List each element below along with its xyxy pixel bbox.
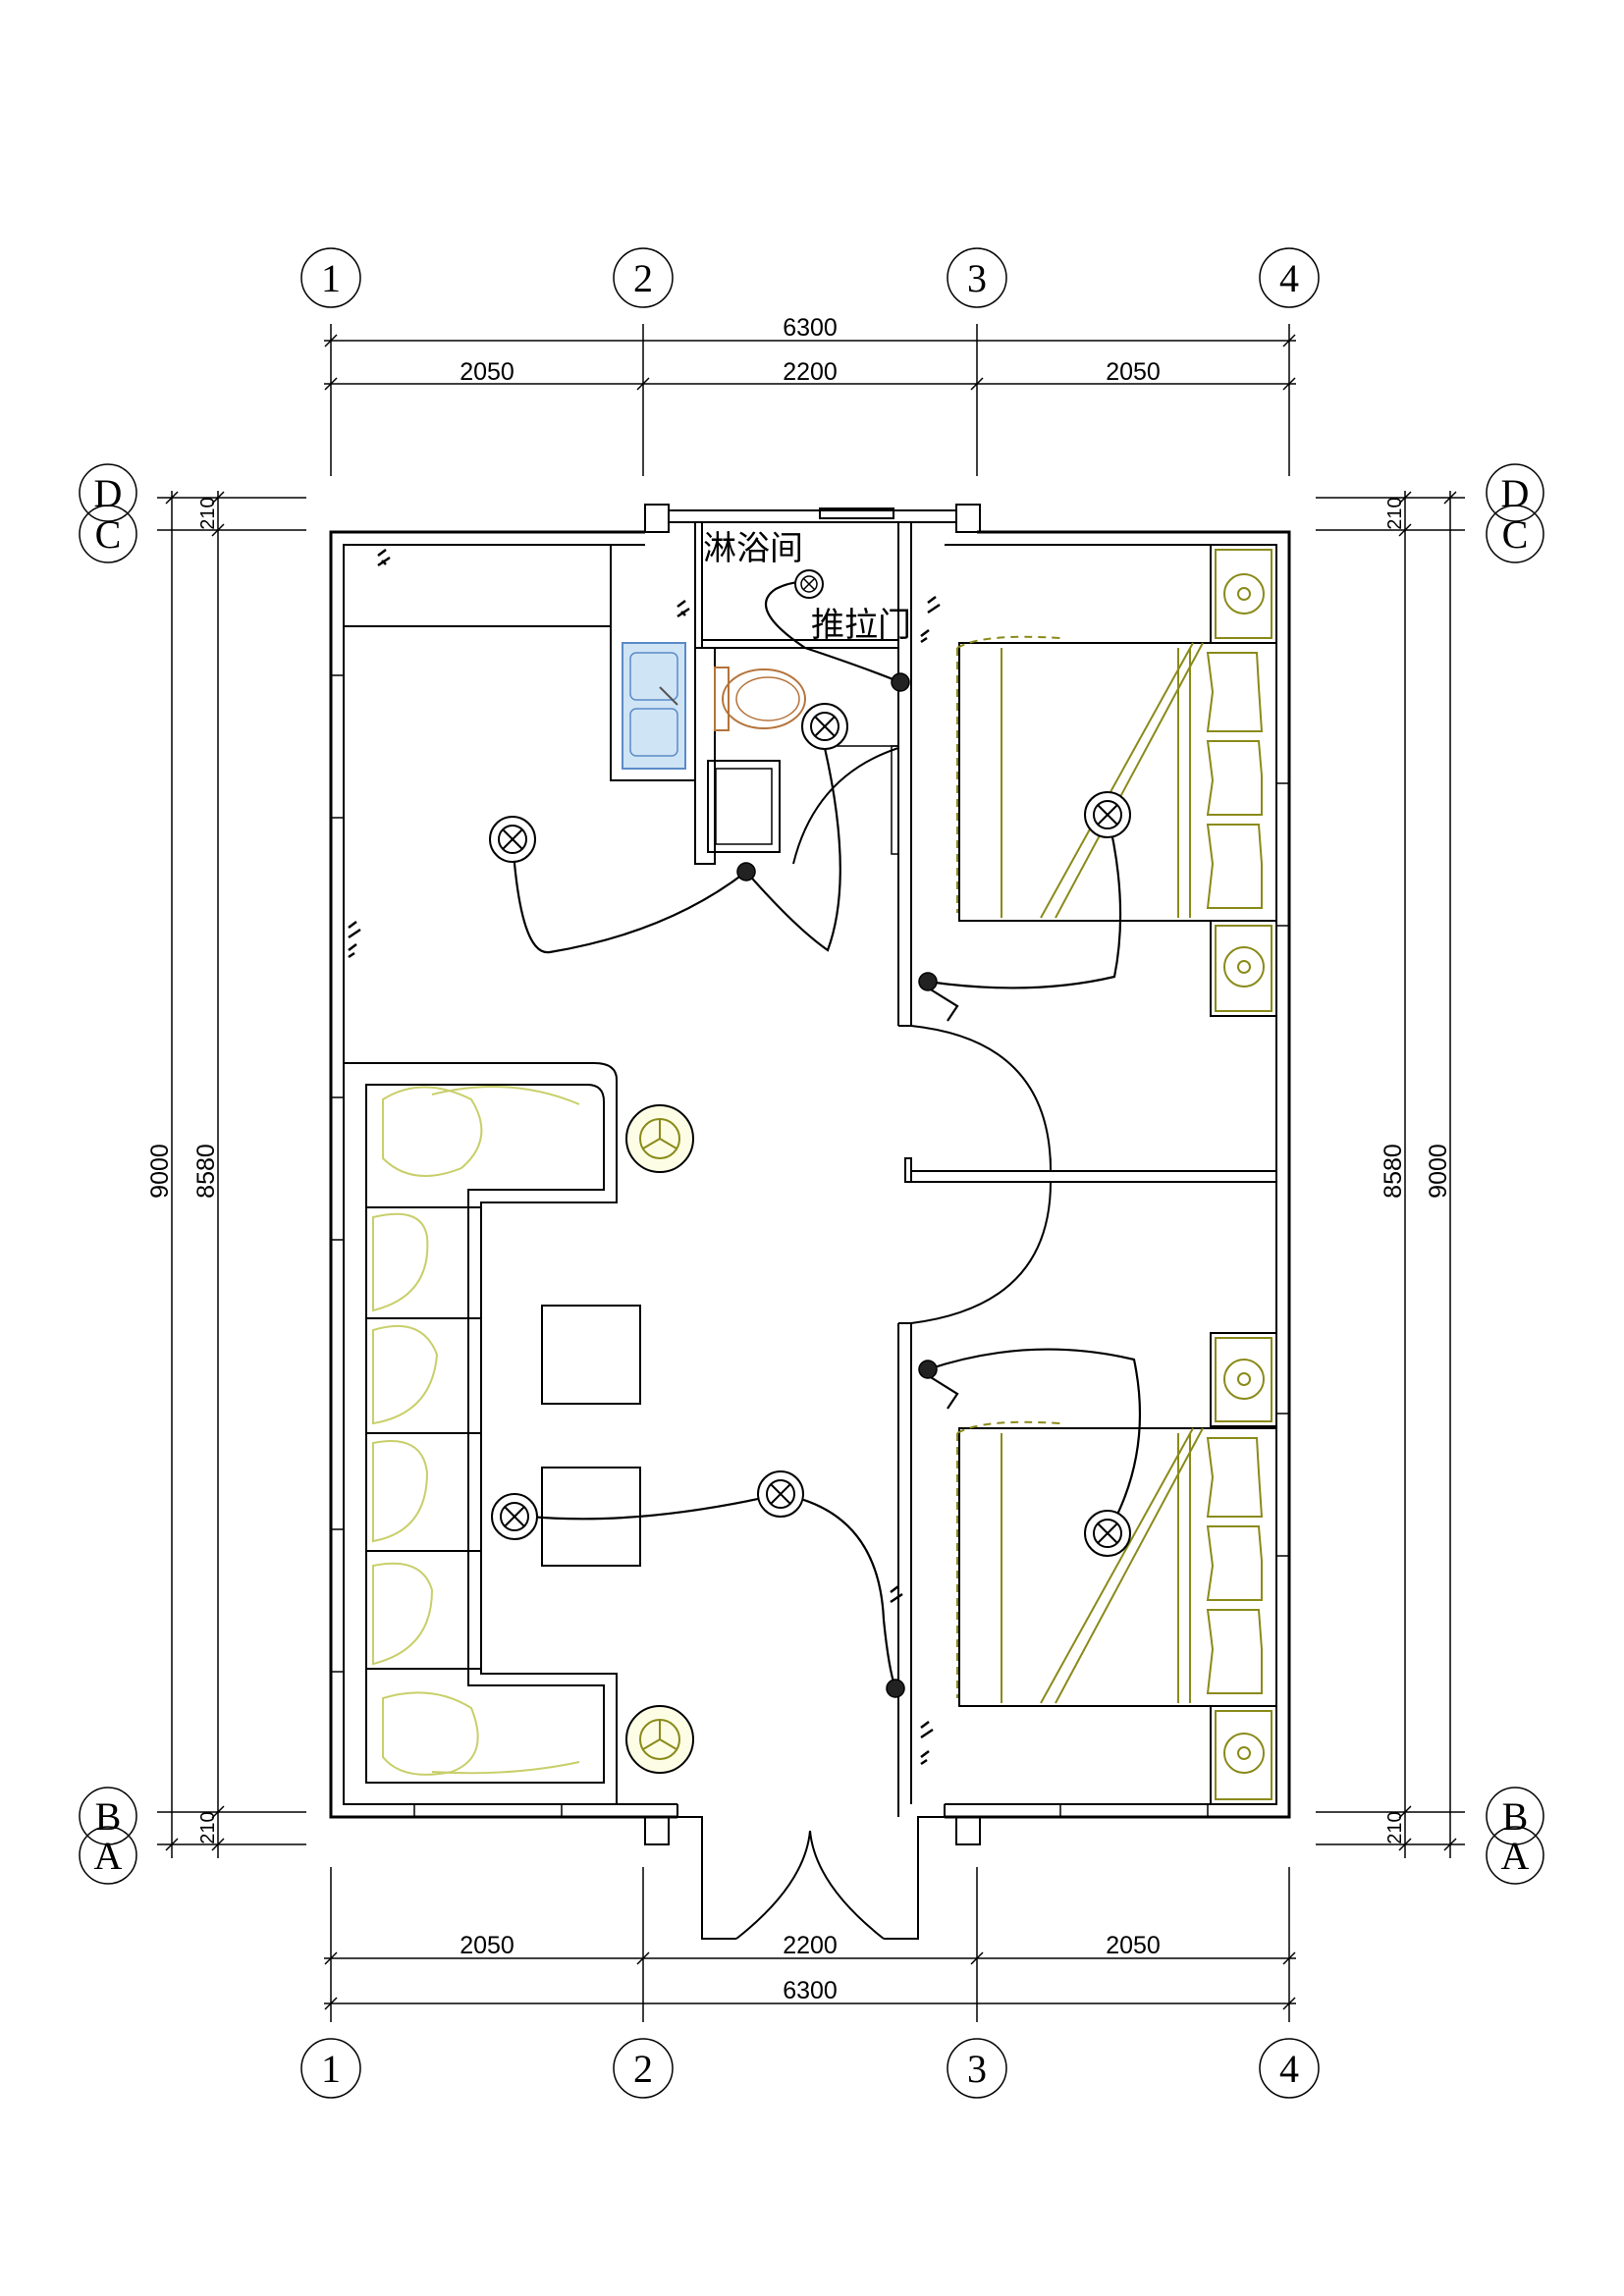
- axis-1-top: 1: [321, 256, 341, 300]
- axis-C-left: C: [95, 512, 122, 557]
- right-bottom-small-dim: 210: [1384, 1811, 1406, 1843]
- bottom-dim-2: 2200: [783, 1932, 838, 1959]
- coffee-table-1: [541, 1305, 641, 1405]
- sliding-door-label: 推拉门: [811, 606, 911, 645]
- exterior-walls: [329, 504, 1291, 1845]
- bottom-dimensions: 2050 2200 2050 6300: [324, 1867, 1296, 2022]
- right-inner-dim: 8580: [1380, 1144, 1407, 1199]
- ceiling-light-icon: [489, 569, 1131, 1557]
- right-dimensions: 8580 9000 210 210: [1316, 491, 1465, 1858]
- left-axis-bubbles: D C B A: [79, 463, 137, 1885]
- right-total-dim: 9000: [1425, 1144, 1452, 1199]
- socket-icon: [348, 549, 941, 1766]
- sofa: [343, 1062, 618, 1805]
- top-dim-1: 2050: [460, 358, 514, 386]
- bottom-total-dim: 6300: [783, 1977, 838, 2004]
- axis-B-right: B: [1502, 1794, 1529, 1839]
- right-top-small-dim: 210: [1384, 497, 1406, 529]
- left-inner-dim: 8580: [192, 1144, 220, 1199]
- left-top-small-dim: 210: [197, 497, 219, 529]
- interior-walls: [344, 522, 1276, 1817]
- axis-D-right: D: [1501, 471, 1530, 515]
- axis-3-top: 3: [967, 256, 987, 300]
- bottom-dim-1: 2050: [460, 1932, 514, 1959]
- axis-C-right: C: [1502, 512, 1529, 557]
- right-axis-bubbles: D C B A: [1486, 463, 1544, 1885]
- wiring: [511, 581, 1142, 1689]
- axis-4-top: 4: [1279, 256, 1299, 300]
- top-dimensions: 6300 2050 2200 2050: [324, 314, 1296, 476]
- top-axis-bubbles: 1 2 3 4: [300, 247, 1320, 308]
- left-dimensions: 9000 8580 210 210: [146, 491, 306, 1858]
- shower-room-label: 淋浴间: [703, 529, 803, 568]
- toilet-icon: [714, 667, 806, 731]
- axis-2-top: 2: [633, 256, 653, 300]
- axis-A-right: A: [1501, 1834, 1530, 1878]
- sink-icon: [622, 642, 686, 770]
- axis-D-left: D: [94, 471, 123, 515]
- axis-2-bottom: 2: [633, 2047, 653, 2091]
- axis-3-bottom: 3: [967, 2047, 987, 2091]
- left-bottom-small-dim: 210: [197, 1811, 219, 1843]
- door-swings: [701, 745, 1052, 1940]
- left-total-dim: 9000: [146, 1144, 174, 1199]
- bottom-dim-3: 2050: [1106, 1932, 1161, 1959]
- top-dim-2: 2200: [783, 358, 838, 386]
- axis-1-bottom: 1: [321, 2047, 341, 2091]
- bedroom-1-furniture: [956, 544, 1277, 1017]
- axis-B-left: B: [95, 1794, 122, 1839]
- top-dim-3: 2050: [1106, 358, 1161, 386]
- living-lamp-icon: [625, 1104, 694, 1774]
- bedroom-2-furniture: [956, 1332, 1277, 1805]
- axis-4-bottom: 4: [1279, 2047, 1299, 2091]
- switch-icon: [736, 672, 938, 1698]
- axis-A-left: A: [94, 1834, 123, 1878]
- top-total-dim: 6300: [783, 314, 838, 342]
- bottom-axis-bubbles: 1 2 3 4: [300, 2038, 1320, 2099]
